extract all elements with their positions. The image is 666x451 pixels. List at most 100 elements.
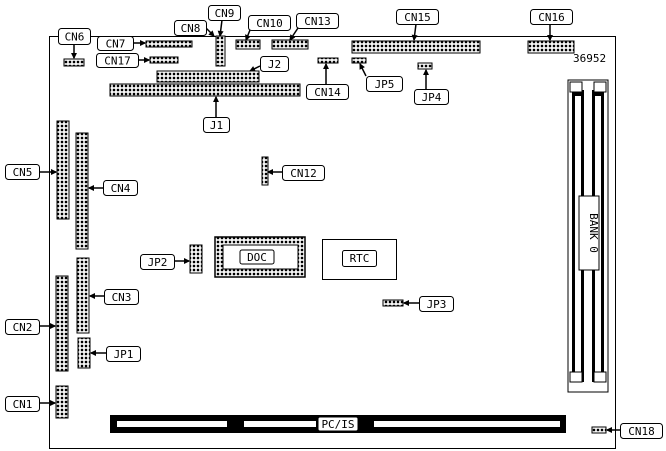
isa-slot: PC/IS: [110, 415, 566, 433]
cn8-callout-box: [174, 20, 207, 36]
cn13-connector: [271, 39, 309, 50]
cn8-callout: CN8: [174, 20, 215, 37]
cn3-arrowhead: [88, 293, 96, 299]
cn7-label: CN7: [106, 38, 126, 51]
jp4-callout: JP4: [414, 68, 449, 105]
cn7-arrowhead: [139, 40, 147, 46]
cn14-arrowhead: [323, 62, 329, 70]
cn4-connector: [75, 132, 89, 250]
cn15-callout-box: [396, 9, 439, 25]
cn17-label: CN17: [104, 55, 131, 68]
cn15-label: CN15: [404, 11, 431, 24]
cn5-label: CN5: [13, 166, 33, 179]
cn12-callout-box: [282, 165, 325, 181]
cn13-label: CN13: [304, 15, 331, 28]
cn15-arrowhead: [411, 34, 418, 42]
cn17-callout: CN17: [96, 53, 151, 68]
cn12-label: CN12: [290, 167, 317, 180]
cn13-arrowhead: [289, 34, 296, 41]
cn6-connector: [63, 58, 85, 67]
cn6-callout: CN6: [58, 28, 91, 60]
cn17-arrowhead: [143, 57, 151, 63]
cn5-callout: CN5: [5, 164, 58, 180]
cn6-label: CN6: [65, 31, 85, 44]
cn16-callout-box: [530, 9, 573, 25]
cn12-connector: [261, 156, 269, 186]
jp4-callout-box: [414, 89, 449, 105]
jp5-jumper: [351, 57, 367, 64]
jp5-label: JP5: [375, 78, 395, 91]
jp3-callout-box: [419, 296, 454, 312]
cn1-label: CN1: [13, 398, 33, 411]
j2-label: J2: [268, 58, 281, 71]
cn3-callout: CN3: [88, 289, 139, 305]
board-outline: [49, 36, 616, 449]
cn4-arrowhead: [87, 185, 95, 191]
cn12-arrowhead: [266, 169, 274, 175]
cn4-callout: CN4: [87, 180, 138, 196]
cn18-callout: CN18: [605, 423, 663, 439]
cn2-connector: [55, 275, 69, 372]
cn9-arrowhead: [217, 30, 224, 38]
cn14-label: CN14: [314, 86, 341, 99]
cn10-callout-box: [248, 15, 291, 31]
j1-callout: J1: [203, 95, 230, 133]
j2-callout-box: [260, 56, 289, 72]
jp3-label: JP3: [427, 298, 447, 311]
jp5-callout-box: [366, 76, 403, 92]
cn8-arrowhead: [208, 30, 215, 37]
jp1-jumper: [77, 337, 91, 369]
jp1-label: JP1: [114, 348, 134, 361]
cn9-label: CN9: [215, 7, 235, 20]
cn17-connector: [149, 56, 179, 64]
jp3-arrowhead: [402, 300, 410, 306]
jp1-callout-box: [106, 346, 141, 362]
cn16-connector: [527, 40, 575, 54]
jp4-label: JP4: [422, 91, 442, 104]
cn6-arrowhead: [71, 52, 77, 60]
cn9-callout: CN9: [208, 5, 241, 38]
cn13-callout: CN13: [289, 13, 339, 41]
cn14-callout-box: [306, 84, 349, 100]
cn16-callout: CN16: [530, 9, 573, 42]
bank-label: BANK 0: [587, 213, 600, 253]
cn17-callout-box: [96, 53, 139, 68]
cn2-arrowhead: [49, 323, 57, 329]
cn4-callout-box: [103, 180, 138, 196]
cn13-callout-box: [296, 13, 339, 29]
jp3-callout: JP3: [402, 296, 454, 312]
cn15-callout: CN15: [396, 9, 439, 42]
jp2-jumper: [189, 244, 203, 274]
cn6-callout-box: [58, 28, 91, 45]
cn1-callout-box: [5, 396, 40, 412]
cn1-callout: CN1: [5, 396, 57, 412]
cn7-connector: [145, 40, 193, 48]
cn18-connector: [591, 426, 607, 434]
cn18-callout-box: [620, 423, 663, 439]
cn2-callout-box: [5, 319, 40, 335]
jp1-arrowhead: [89, 350, 97, 356]
cn9-callout-box: [208, 5, 241, 21]
jp2-arrowhead: [183, 258, 191, 264]
cn3-connector: [76, 257, 90, 334]
rtc-label: RTC: [350, 252, 370, 265]
jp5-arrowhead: [359, 62, 365, 70]
cn8-label: CN8: [181, 22, 201, 35]
cn14-callout: CN14: [306, 62, 349, 100]
isa-slot-label: PC/IS: [321, 418, 354, 431]
memory-bank: BANK 0: [567, 79, 609, 393]
jp1-callout: JP1: [89, 346, 141, 362]
cn5-arrowhead: [50, 169, 58, 175]
cn10-connector: [235, 39, 261, 50]
cn10-label: CN10: [256, 17, 283, 30]
cn16-arrowhead: [547, 34, 553, 42]
rtc-chip: RTC: [322, 239, 397, 280]
cn7-callout-box: [97, 36, 134, 51]
j1-arrowhead: [213, 95, 219, 103]
cn5-callout-box: [5, 164, 40, 180]
cn9-connector: [215, 35, 226, 67]
jp2-callout-box: [140, 254, 175, 270]
cn3-callout-box: [104, 289, 139, 305]
cn18-label: CN18: [628, 425, 655, 438]
